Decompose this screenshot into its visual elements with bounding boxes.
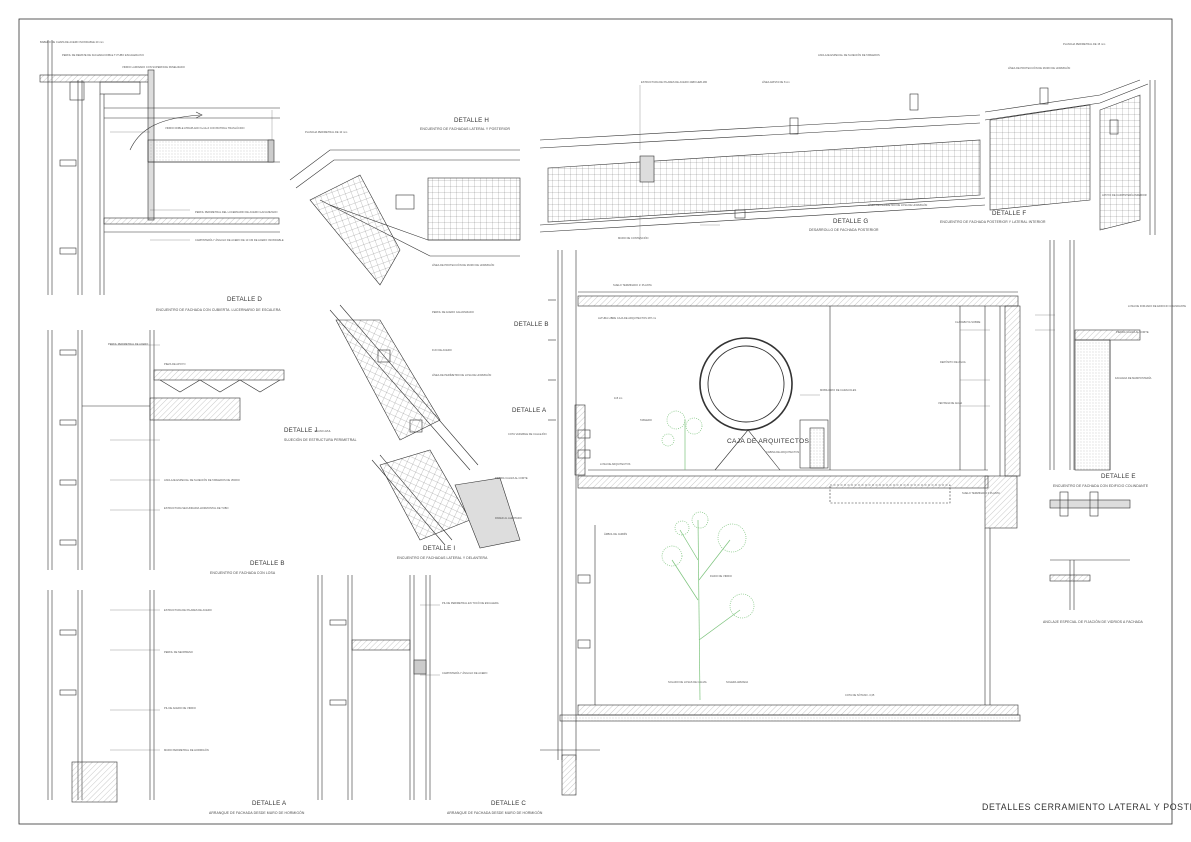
note-perfil-remate: PERFIL DE REMATE DE FACHADA DOBLE T×TUBO… bbox=[62, 54, 144, 57]
cota-sotano-label: COTA DE SÓTANO -3,35 bbox=[845, 694, 875, 697]
detail-f-title: DETALLE F bbox=[992, 210, 1027, 217]
tree-drawing bbox=[661, 511, 755, 701]
anclaje-caption: ANCLAJE ESPECIAL DE FIJACIÓN DE VIDRIOS … bbox=[1043, 620, 1143, 624]
detail-j-subtitle: SUJECIÓN DE ESTRUCTURA PERIMETRAL bbox=[284, 438, 357, 442]
detail-c-title: DETALLE C bbox=[491, 800, 527, 807]
detail-h-drawing bbox=[289, 149, 521, 286]
leader-lines bbox=[110, 85, 1055, 751]
detail-e-title: DETALLE E bbox=[1101, 473, 1136, 480]
note-s-ventana: VENTANA DE AGUA bbox=[938, 402, 963, 405]
note-g-linea: LÍNEA ARISTA DE 8 cm bbox=[762, 81, 790, 84]
note-h-linea: LÍNEA DE PROTECCIÓN DE MURO DE HORMIGÓN bbox=[432, 264, 495, 267]
plant-drawing bbox=[661, 410, 703, 470]
detail-i-subtitle: ENCUENTRO DE FACHADAS LATERAL Y DELANTER… bbox=[397, 556, 488, 560]
note-c-pil: PIL DE PERIMETRAL EN TOCÓ DE ESCALERA bbox=[442, 602, 499, 605]
detail-c-subtitle: ARRANQUE DE FACHADA DESDE MURO DE HORMIG… bbox=[447, 811, 543, 815]
note-g-anclaje: ANCLAJE ESPECIAL DE SUJECIÓN DE TABLEROS bbox=[818, 54, 880, 57]
note-f-apoyo: APOYO DE CARPINTERÍA INFERIOR bbox=[1102, 194, 1147, 197]
sheet-frame bbox=[18, 18, 1173, 825]
detail-a-title: DETALLE A bbox=[252, 800, 287, 807]
note-s-tablero: TABLERO bbox=[640, 419, 652, 422]
suelo-1-label: SUELO TERMINADO 1ª PLANTA bbox=[613, 284, 652, 287]
detail-d-subtitle: ENCUENTRO DE FACHADA CON CUBIERTA. LUCER… bbox=[156, 308, 281, 312]
detail-g-drawing bbox=[539, 93, 986, 233]
note-c-linea: LÍNEA DE PERÍMETRO DE LOSA DE HORMIGÓN bbox=[432, 374, 492, 377]
detail-j-note: PLANO AZUL bbox=[315, 430, 332, 433]
detail-a-drawing bbox=[47, 590, 155, 803]
detail-e-drawing bbox=[1049, 240, 1141, 471]
detail-i-drawing bbox=[371, 449, 521, 549]
note-s-claraboya: CLARABOYA SOBRE bbox=[955, 321, 981, 324]
note-s-cabina: CABINA DE ARQUITECTOS bbox=[766, 451, 800, 454]
note-h-plancha: PLANCHA PERIMETRAL DE 10 mm bbox=[305, 131, 348, 134]
detail-h-subtitle: ENCUENTRO DE FACHADAS LATERAL Y POSTERIO… bbox=[420, 127, 511, 131]
note-s-solado: SOLADO DE LOSAS DE CALIZA bbox=[668, 681, 707, 684]
caja-arquitectos-label: CAJA DE ARQUITECTOS bbox=[727, 438, 810, 445]
detail-b-drawing bbox=[47, 330, 285, 570]
note-i-piedra: PIEDRA CALIZA AL CORTE bbox=[495, 477, 528, 480]
note-vidrio-laminado: VIDRIO LAMINADO CON SUPERFICIE PANELIZAD… bbox=[122, 66, 185, 69]
detail-b-subtitle: ENCUENTRO DE FACHADA CON LOSA bbox=[210, 571, 276, 575]
detail-i-title: DETALLE I bbox=[423, 545, 456, 552]
note-e-losa: LOSA DE FORJADO DE EDIFICIO COLINDANTE bbox=[1128, 305, 1186, 308]
detail-g-title: DETALLE G bbox=[833, 218, 869, 225]
note-s-deposito: DEPÓSITO DE AGUA bbox=[940, 361, 966, 364]
detail-h-title: DETALLE H bbox=[454, 117, 490, 124]
note-carpinteria: CARPINTERÍA Y ÁNGULO DE ACERO DE 10 CM D… bbox=[195, 239, 284, 242]
note-vidrio-doble: VIDRIO DOBLE ATRAPLADO 6+12+6 CON BUTIRA… bbox=[165, 127, 245, 130]
note-s-fiado: FIADO DE VIDRIO bbox=[710, 575, 732, 578]
detail-c-drawing bbox=[317, 575, 431, 800]
altura-libre-label: ALTURA LIBRE CAJA DE ARQUITECTOS 287 cm bbox=[598, 317, 657, 320]
note-g-linea2: LÍNEA DE PERÍMETRO DE LOSA DE HORMIGÓN bbox=[868, 204, 928, 207]
cota-callejon-label: COTA VARIABLE DE CALLEJÓN bbox=[508, 433, 547, 436]
detail-d-drawing bbox=[39, 40, 280, 295]
note-babero: BABERO DE CHAPA DE ACERO INOXIDABLE 20 m… bbox=[40, 41, 104, 44]
note-c-carpinteria: CARPINTERÍA Y ÁNGULO DE ACERO bbox=[442, 672, 488, 675]
detail-g-subtitle: DESARROLLO DE FACHADA POSTERIOR bbox=[809, 228, 879, 232]
note-b-anclaje: ANCLAJE ESPECIAL DE SUJECIÓN DE TABLEROS… bbox=[164, 479, 240, 482]
note-a-estructura: ESTRUCTURA DE PILARES DE ACERO bbox=[164, 609, 212, 612]
detail-j-drawing bbox=[329, 304, 479, 471]
detail-a-subtitle: ARRANQUE DE FACHADA DESDE MURO DE HORMIG… bbox=[209, 811, 305, 815]
note-g-muro: MURO DE CONTENCIÓN bbox=[618, 237, 649, 240]
note-c-fijo: FIJO DE ACERO bbox=[432, 349, 452, 352]
detail-f-subtitle: ENCUENTRO DE FACHADA POSTERIOR Y LATERAL… bbox=[940, 220, 1046, 224]
note-f-linea: LÍNEA DE PROTECCIÓN DE MURO DE HORMIGÓN bbox=[1008, 67, 1071, 70]
detail-f-drawing bbox=[984, 79, 1156, 235]
note-s-mobiliario: MOBILIARIO DE CARACOLES bbox=[820, 389, 857, 392]
plan-ref-a: DETALLE A bbox=[512, 407, 547, 414]
note-s-solera: SOLERA ARMADA bbox=[726, 681, 749, 684]
sheet-title: DETALLES CERRAMIENTO LATERAL Y POSTERIOR bbox=[982, 802, 1191, 812]
detail-j-title: DETALLE J bbox=[284, 427, 318, 434]
plan-ref-b: DETALLE B bbox=[514, 321, 549, 328]
note-b-perfil: PERFIL PERIMETRAL DE ACERO bbox=[108, 343, 149, 346]
note-b-estructura: ESTRUCTURA SECUNDARIA HORIZONTAL DE TUBO bbox=[164, 507, 229, 510]
note-perfil-lucernario: PERFIL PERIMETRAL DEL LUCERNARIO DE ACER… bbox=[195, 211, 278, 214]
note-a-muro: MURO PERIMETRAL DE HORMIGÓN bbox=[164, 749, 209, 752]
anclaje-detail-drawing bbox=[1049, 491, 1131, 610]
main-section-drawing bbox=[540, 250, 1021, 796]
note-a-perfil: PERFIL DE NEOPRENO bbox=[164, 651, 193, 654]
detail-b-title: DETALLE B bbox=[250, 560, 285, 567]
note-i-pared: PARED AL ALERTADO bbox=[495, 517, 522, 520]
dimension-label: 115 cm bbox=[614, 397, 623, 400]
note-s-losa: LOSA DE ARQUITECTOS bbox=[600, 463, 631, 466]
note-f-plancha: PLANCHA PERIMETRAL DE 15 mm bbox=[1063, 43, 1106, 46]
note-e-fachada: FACHADA DE MAMPOSTERÍA bbox=[1115, 377, 1152, 380]
note-a-pil: PIL DE ACERO DE VIDRIO bbox=[164, 707, 196, 710]
detail-e-subtitle: ENCUENTRO DE FACHADA CON EDIFICIO COLIND… bbox=[1053, 484, 1149, 488]
note-g-estructura: ESTRUCTURA DE PILARES DE ACERO 40Ø0 HEB-… bbox=[641, 81, 708, 84]
note-e-piedra: PIEDRA CALIZA AL CORTE bbox=[1116, 331, 1149, 334]
suelo-0-label: SUELO TERMINADO 0 PLANTA bbox=[962, 492, 1000, 495]
note-s-arbol: ÁRBOL DE JARDÍN bbox=[604, 533, 628, 536]
note-h-perfil: PERFIL DE ACERO GALVANIZADO bbox=[432, 311, 474, 314]
note-b-pieza: PIEZA DE APOYO bbox=[164, 363, 186, 366]
detail-d-title: DETALLE D bbox=[227, 296, 263, 303]
